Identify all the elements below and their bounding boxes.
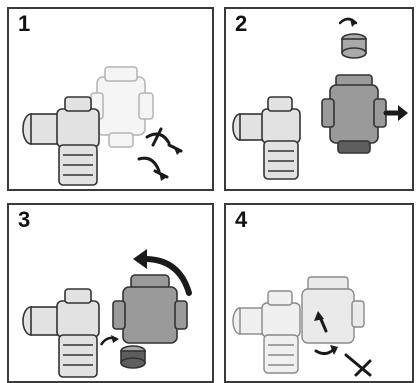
valve-disassembly-illustration-icon bbox=[9, 9, 212, 189]
step-panel-4: 4 bbox=[224, 203, 414, 383]
step-panel-3: 3 bbox=[7, 203, 214, 383]
valve-cartridge-removal-illustration-icon bbox=[226, 9, 412, 189]
valve-reassembly-illustration-icon bbox=[226, 205, 412, 381]
step-panel-1: 1 bbox=[7, 7, 214, 191]
valve-rotate-cartridge-illustration-icon bbox=[9, 205, 212, 381]
step-panel-2: 2 bbox=[224, 7, 414, 191]
